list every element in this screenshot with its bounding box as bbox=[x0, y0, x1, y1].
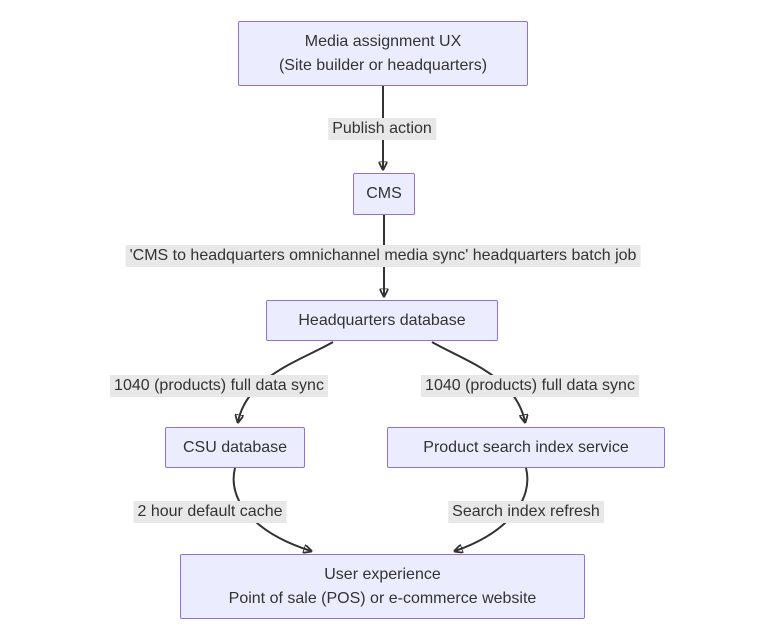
edge-label-search-index-refresh: Search index refresh bbox=[448, 501, 604, 523]
edge-label-batch-job: 'CMS to headquarters omnichannel media s… bbox=[125, 245, 641, 267]
node-label-line: (Site builder or headquarters) bbox=[278, 56, 488, 74]
node-label-line: Point of sale (POS) or e-commerce websit… bbox=[228, 589, 537, 607]
node-product-search-index-service: Product search index service bbox=[387, 427, 665, 468]
node-cms: CMS bbox=[353, 173, 415, 215]
node-label-line: User experience bbox=[324, 565, 441, 583]
node-label-line: CMS bbox=[366, 185, 402, 202]
node-headquarters-database: Headquarters database bbox=[266, 300, 498, 341]
edge-label-full-data-sync-left: 1040 (products) full data sync bbox=[110, 375, 328, 397]
node-media-assignment-ux: Media assignment UX (Site builder or hea… bbox=[238, 21, 528, 86]
edge-label-publish-action: Publish action bbox=[328, 118, 436, 140]
node-label-line: CSU database bbox=[182, 438, 288, 456]
edge-label-default-cache: 2 hour default cache bbox=[133, 501, 287, 523]
edge-sync-to-search-index bbox=[431, 341, 525, 422]
edge-sync-to-csu bbox=[238, 341, 334, 422]
node-csu-database: CSU database bbox=[165, 427, 305, 468]
node-label-line: Media assignment UX bbox=[304, 32, 462, 50]
node-user-experience: User experience Point of sale (POS) or e… bbox=[180, 554, 585, 619]
node-label-line: Product search index service bbox=[423, 438, 629, 456]
edge-label-full-data-sync-right: 1040 (products) full data sync bbox=[421, 375, 639, 397]
node-label-line: Headquarters database bbox=[298, 311, 466, 329]
